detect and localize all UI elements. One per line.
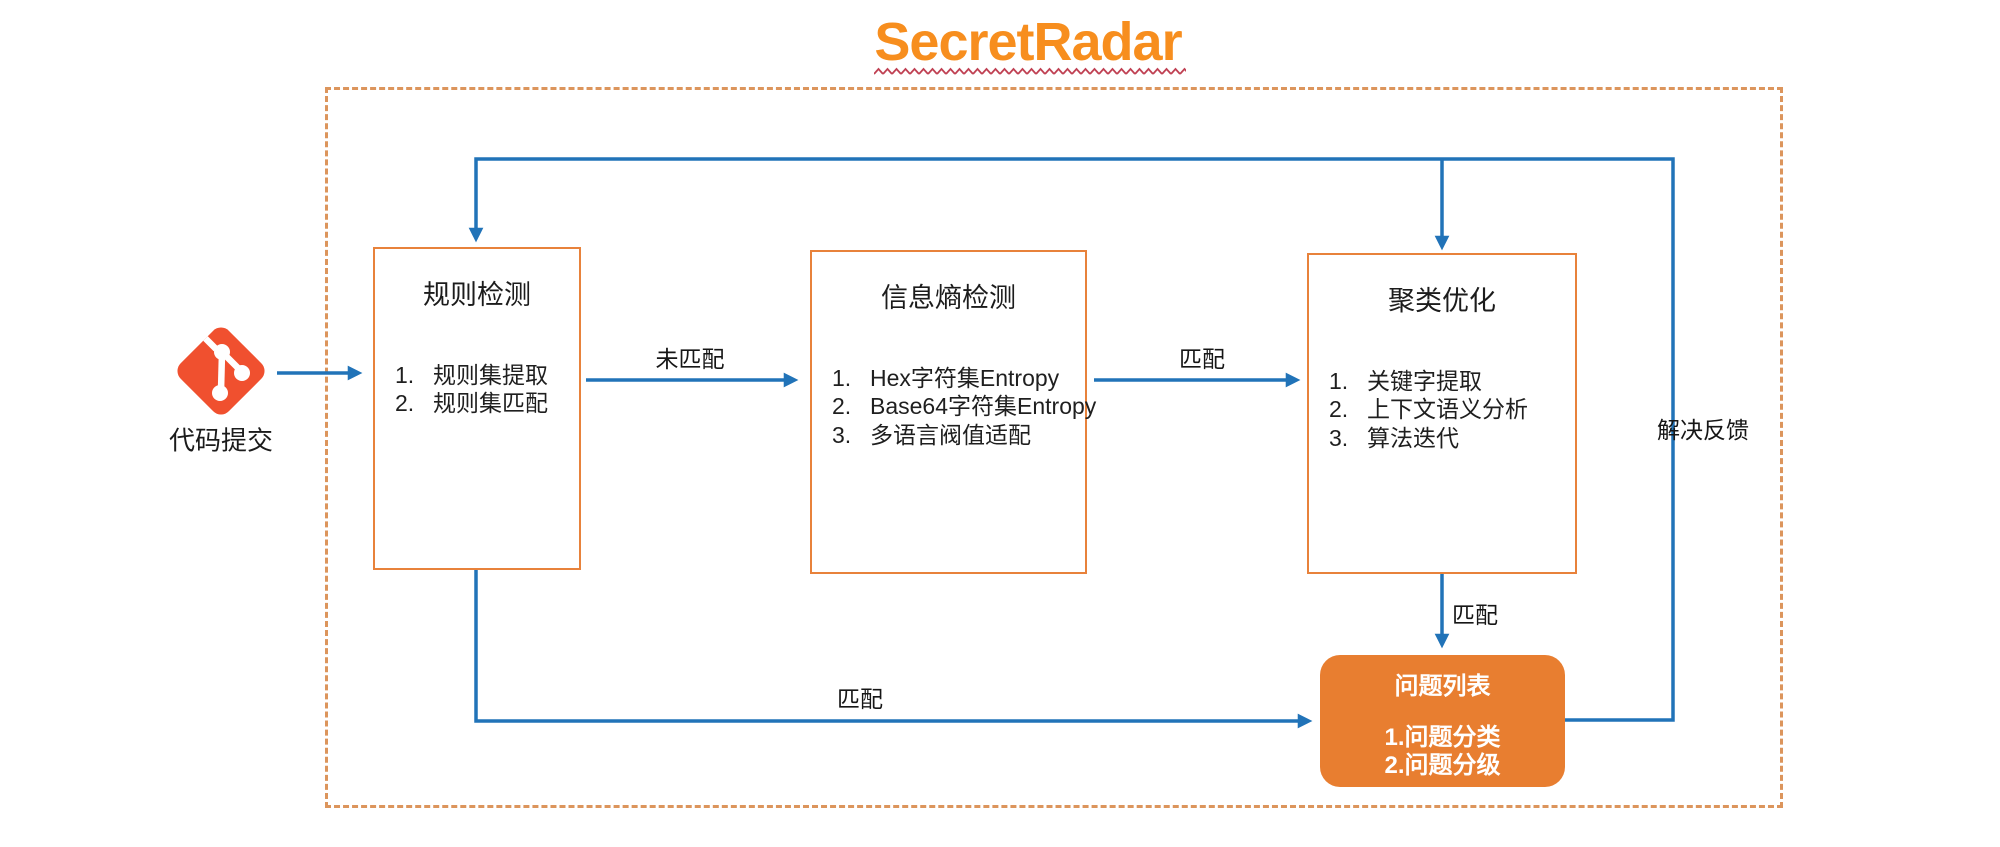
result-item: 1.问题分类 xyxy=(1384,724,1501,751)
edge-label-matched-entropy-to-cluster: 匹配 xyxy=(1179,346,1225,372)
edge-label-matched-cluster-to-result: 匹配 xyxy=(1452,602,1498,628)
stage-title: 规则检测 xyxy=(423,280,531,310)
page-title: SecretRadar xyxy=(874,12,1182,72)
list-item: 上下文语义分析 xyxy=(1367,396,1528,423)
result-title: 问题列表 xyxy=(1394,673,1491,700)
list-item: Base64字符集Entropy xyxy=(870,393,1097,420)
stage-list: 关键字提取 上下文语义分析 算法迭代 xyxy=(1329,367,1528,452)
list-item: Hex字符集Entropy xyxy=(870,365,1060,391)
stage-box-entropy-detection: 信息熵检测 Hex字符集Entropy Base64字符集Entropy 多语言… xyxy=(810,250,1096,574)
edge-label-matched-rule-to-result: 匹配 xyxy=(837,686,883,712)
list-item: 规则集提取 xyxy=(433,362,548,388)
stage-box-rule-detection: 规则检测 规则集提取 规则集匹配 xyxy=(373,247,581,570)
list-item: 算法迭代 xyxy=(1367,424,1459,451)
dashed-boundary-frame xyxy=(325,87,1783,808)
stage-title: 聚类优化 xyxy=(1388,286,1496,316)
stage-box-cluster-optimization: 聚类优化 关键字提取 上下文语义分析 算法迭代 xyxy=(1307,253,1577,574)
edge-label-feedback: 解决反馈 xyxy=(1657,417,1749,443)
list-item: 多语言阀值适配 xyxy=(870,421,1031,448)
result-items: 1.问题分类 2.问题分级 xyxy=(1320,724,1565,780)
list-item: 规则集匹配 xyxy=(433,390,548,417)
git-icon xyxy=(177,327,265,415)
stage-title: 信息熵检测 xyxy=(881,283,1016,313)
title-wavy-underline xyxy=(874,67,1186,76)
stage-list: 规则集提取 规则集匹配 xyxy=(395,361,548,418)
edge-label-unmatched: 未匹配 xyxy=(655,346,725,372)
result-item: 2.问题分级 xyxy=(1384,752,1501,779)
source-label: 代码提交 xyxy=(168,425,274,456)
result-box-issue-list: 问题列表 1.问题分类 2.问题分级 xyxy=(1320,655,1565,787)
list-item: 关键字提取 xyxy=(1367,368,1482,394)
stage-list: Hex字符集Entropy Base64字符集Entropy 多语言阀值适配 xyxy=(832,364,1096,449)
